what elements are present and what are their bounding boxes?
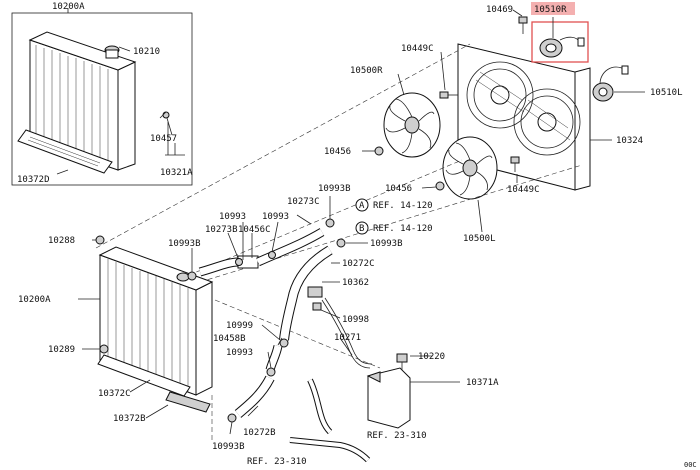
ref-a-circle xyxy=(355,198,369,212)
fan-blade-right[interactable] xyxy=(383,73,441,158)
label-10324: 10324 xyxy=(616,136,643,146)
clamp-10993B-top[interactable] xyxy=(325,218,335,228)
ref-pipes xyxy=(289,378,371,463)
label-ref-23-310-b[interactable]: REF. 23-310 xyxy=(247,457,307,467)
label-10272B: 10272B xyxy=(243,428,276,438)
label-ref-23-310-a[interactable]: REF. 23-310 xyxy=(367,431,427,441)
label-10510L: 10510L xyxy=(650,88,683,98)
label-10458B: 10458B xyxy=(213,334,246,344)
bolt-10998 xyxy=(312,302,322,311)
bracket-10362[interactable] xyxy=(307,286,323,311)
bolt-10469[interactable] xyxy=(518,16,528,34)
label-10993B-d: 10993B xyxy=(212,442,245,452)
label-10273B: 10273B xyxy=(205,225,238,235)
hose-10273C[interactable] xyxy=(256,228,324,266)
clamp-10999[interactable] xyxy=(279,338,289,348)
label-10372C: 10372C xyxy=(98,389,131,399)
highlight-box-10510R xyxy=(531,21,589,63)
corner-code: 00C xyxy=(684,461,697,469)
ref-a-text[interactable]: REF. 14-120 xyxy=(373,201,433,211)
fan-blade-left[interactable] xyxy=(442,136,498,233)
lower-hose-group xyxy=(227,245,333,423)
cap-10220[interactable] xyxy=(396,353,408,363)
insulator-10372B[interactable] xyxy=(165,391,211,413)
hose-10272B[interactable] xyxy=(235,376,274,418)
label-10289: 10289 xyxy=(48,345,75,355)
label-highlight-bg xyxy=(531,2,575,15)
label-10993B-c: 10993B xyxy=(168,239,201,249)
label-10500R: 10500R xyxy=(350,66,383,76)
label-10200A-top: 10200A xyxy=(52,2,85,12)
hose-10272C[interactable] xyxy=(280,246,333,341)
label-10371A: 10371A xyxy=(466,378,499,388)
clamp-10993-a[interactable] xyxy=(235,258,243,266)
label-10456C: 10456C xyxy=(238,225,271,235)
bracket-10288[interactable] xyxy=(95,235,105,245)
label-10288: 10288 xyxy=(48,236,75,246)
label-10993-a: 10993 xyxy=(219,212,246,222)
label-10500L: 10500L xyxy=(463,234,496,244)
label-10272C: 10272C xyxy=(342,259,375,269)
inset-frame xyxy=(11,12,193,186)
inset-drain-plug[interactable] xyxy=(162,111,170,119)
inset-radiator-group xyxy=(11,8,193,186)
leader-lines xyxy=(191,196,368,435)
label-10457: 10457 xyxy=(150,134,177,144)
label-10210: 10210 xyxy=(133,47,160,57)
label-10998: 10998 xyxy=(342,315,369,325)
label-10273C: 10273C xyxy=(287,197,320,207)
part-labels: 10200A 10210 10457 10321A 10372D 10469 1… xyxy=(17,2,697,469)
label-10456-b: 10456 xyxy=(385,184,412,194)
bolt-10449C-bot[interactable] xyxy=(510,156,520,172)
main-radiator-group xyxy=(78,235,214,419)
label-10993B-a: 10993B xyxy=(318,184,351,194)
clamp-10993-c[interactable] xyxy=(266,367,276,377)
label-10372B: 10372B xyxy=(113,414,146,424)
clamp-10993B-b[interactable] xyxy=(336,238,346,248)
ref-a-letter: A xyxy=(359,201,365,211)
label-10372D: 10372D xyxy=(17,175,50,185)
label-10271: 10271 xyxy=(334,333,361,343)
radiator-cap[interactable] xyxy=(176,272,190,282)
nut-10456-a[interactable] xyxy=(374,146,384,156)
label-10200A-mid: 10200A xyxy=(18,295,51,305)
label-10362: 10362 xyxy=(342,278,369,288)
nut-10456-b[interactable] xyxy=(435,181,445,191)
label-10321A: 10321A xyxy=(160,168,193,178)
label-10993-b: 10993 xyxy=(262,212,289,222)
reserve-tank[interactable] xyxy=(367,367,411,429)
label-10993-c: 10993 xyxy=(226,348,253,358)
ref-b-circle xyxy=(355,221,369,235)
label-10469: 10469 xyxy=(486,5,513,15)
label-10449C-top: 10449C xyxy=(401,44,434,54)
label-10510R: 10510R xyxy=(534,5,567,15)
bracket-10289[interactable] xyxy=(99,344,109,354)
clamp-10993B-d[interactable] xyxy=(227,413,237,423)
inset-radiator-tank xyxy=(117,61,136,171)
label-10456-a: 10456 xyxy=(324,147,351,157)
clamp-10993B-a[interactable] xyxy=(187,271,197,281)
joint-10458B[interactable] xyxy=(266,345,282,371)
ref-b-letter: B xyxy=(359,224,364,234)
ref-b-text[interactable]: REF. 14-120 xyxy=(373,224,433,234)
clamp-10993-b[interactable] xyxy=(268,251,276,259)
label-10220: 10220 xyxy=(418,352,445,362)
bolt-10449C-top[interactable] xyxy=(439,91,458,99)
label-10449C-bot: 10449C xyxy=(507,185,540,195)
reserve-tank-group xyxy=(321,297,460,429)
label-10999: 10999 xyxy=(226,321,253,331)
label-10993B-b: 10993B xyxy=(370,239,403,249)
